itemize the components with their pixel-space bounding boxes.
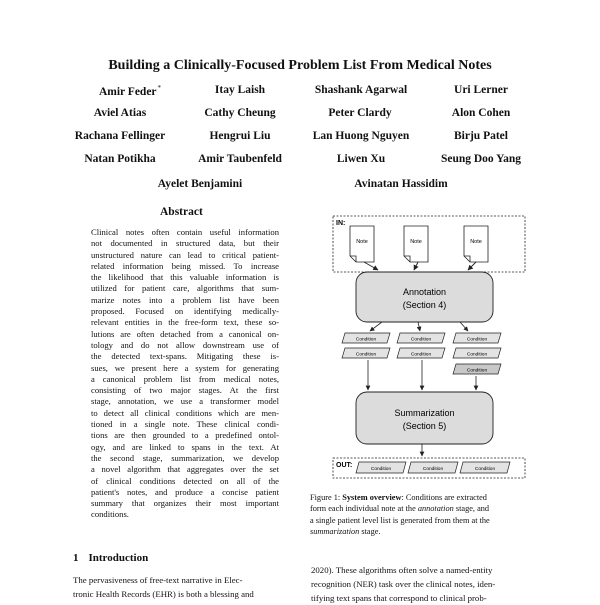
- annotation-stage-title: Annotation: [403, 287, 446, 297]
- note-document: Note: [349, 225, 375, 263]
- abstract-line: of clinical conditions detected on all o…: [91, 475, 279, 486]
- abstract-line: not documented in structured data, but t…: [91, 238, 279, 249]
- output-frame: [332, 457, 526, 479]
- summarization-stage-ref: (Section 5): [403, 421, 447, 431]
- flow-arrow: [459, 321, 469, 332]
- abstract-line: marize notes into a problem list have be…: [91, 294, 279, 305]
- svg-text:Condition: Condition: [467, 337, 488, 343]
- abstract-line: sues, we present here a system for gener…: [91, 362, 279, 373]
- author: Cathy Cheung: [204, 107, 276, 119]
- output-condition-item: Condition: [459, 461, 511, 474]
- svg-text:Condition: Condition: [411, 352, 432, 358]
- abstract-line: ogy, and are linked to spans in the text…: [91, 441, 279, 452]
- svg-text:Condition: Condition: [467, 368, 488, 374]
- author: Birju Patel: [454, 130, 508, 142]
- author: Avinatan Hassidim: [354, 178, 448, 190]
- flow-arrow: [369, 321, 383, 332]
- abstract-line: Clinical notes often contain useful info…: [91, 227, 279, 237]
- author: Lan Huong Nguyen: [312, 130, 410, 142]
- intro-text-line: tronic Health Records (EHR) is both a bl…: [73, 589, 254, 599]
- summarization-stage-title: Summarization: [394, 408, 454, 418]
- abstract-line: summary that organizes their most import…: [91, 498, 279, 509]
- svg-text:Condition: Condition: [371, 466, 392, 472]
- note-label: Note: [470, 239, 482, 245]
- note-document: Note: [463, 225, 489, 263]
- output-condition-item: Condition: [355, 461, 407, 474]
- condition-item: Condition: [452, 332, 502, 344]
- abstract-line: related information being missed. To inc…: [91, 260, 279, 271]
- author: Uri Lerner: [454, 84, 508, 96]
- output-condition-item: Condition: [407, 461, 459, 474]
- author: Amir Taubenfeld: [198, 153, 282, 165]
- svg-text:Condition: Condition: [411, 337, 432, 343]
- author: Seung Doo Yang: [440, 153, 522, 165]
- condition-item: Condition: [452, 347, 502, 359]
- condition-item: Condition: [396, 347, 446, 359]
- annotation-stage-ref: (Section 4): [403, 300, 447, 310]
- summarization-stage-box: [355, 391, 494, 445]
- author: Shashank Agarwal: [314, 84, 408, 96]
- annotation-stage-box: [355, 271, 494, 323]
- intro-text-line: tifying text spans that correspond to cl…: [311, 593, 487, 603]
- abstract-heading: Abstract: [160, 206, 203, 218]
- condition-item: Condition: [452, 363, 502, 375]
- system-overview-figure: IN: Note Note Note Annotation (Section 4…: [332, 215, 526, 479]
- condition-item: Condition: [396, 332, 446, 344]
- abstract-line: the detected text-spans. Mitigating thes…: [91, 351, 279, 362]
- svg-text:Condition: Condition: [423, 466, 444, 472]
- author: Alon Cohen: [451, 107, 511, 119]
- intro-text-line: 2020). These algorithms often solve a na…: [311, 565, 493, 575]
- input-label: IN:: [336, 220, 345, 227]
- paper-title: Building a Clinically-Focused Problem Li…: [108, 58, 492, 73]
- condition-item: Condition: [341, 347, 391, 359]
- author: Peter Clardy: [328, 107, 392, 119]
- abstract-line: stage, annotation, we use a transformer …: [91, 396, 279, 407]
- note-label: Note: [410, 239, 422, 245]
- abstract-line: relevant entities in the free-form text,…: [91, 317, 279, 328]
- author: Amir Feder*: [98, 84, 162, 98]
- note-document: Note: [403, 225, 429, 263]
- abstract-line: the likelihood that this valuable inform…: [91, 272, 279, 283]
- note-label: Note: [356, 239, 368, 245]
- abstract-line: utilized for patient care, algorithms th…: [91, 283, 279, 294]
- author: Natan Potikha: [84, 153, 156, 165]
- output-label: OUT:: [336, 462, 352, 469]
- flow-arrow: [467, 261, 477, 271]
- author: Ayelet Benjamini: [157, 178, 243, 190]
- abstract-line: tioned in a single note. These clinical …: [91, 419, 279, 430]
- figure-caption: Figure 1: System overview: Conditions ar…: [310, 493, 490, 536]
- abstract-line: conditions.: [91, 509, 129, 520]
- abstract-line: tology and do not allow downstream use o…: [91, 339, 279, 350]
- author: Rachana Fellinger: [74, 130, 166, 142]
- flow-arrow: [416, 321, 422, 332]
- author: Hengrui Liu: [209, 130, 271, 142]
- author: Liwen Xu: [336, 153, 386, 165]
- svg-text:Condition: Condition: [475, 466, 496, 472]
- flow-arrow: [363, 261, 379, 271]
- intro-text-line: The pervasiveness of free-text narrative…: [73, 575, 243, 585]
- svg-text:Condition: Condition: [467, 352, 488, 358]
- abstract-line: tions are then grounded to a predefined …: [91, 430, 279, 441]
- author: Aviel Atias: [93, 107, 147, 119]
- abstract-line: lutions are often detached from a canoni…: [91, 328, 279, 339]
- abstract-line: to detect all clinical conditions which …: [91, 407, 279, 418]
- abstract-line: a novel algorithm that aggregates over t…: [91, 464, 279, 475]
- svg-text:Condition: Condition: [356, 337, 377, 343]
- abstract-line: consisting of two major stages. At the f…: [91, 385, 279, 396]
- abstract-line: proposed. Focused on identifying medical…: [91, 306, 279, 317]
- abstract-line: the second stage, summarization, we deve…: [91, 452, 279, 463]
- condition-item: Condition: [341, 332, 391, 344]
- abstract-line: patient's notes, and produce a concise p…: [91, 486, 279, 497]
- abstract-line: unstructured nature can lead to critical…: [91, 249, 279, 260]
- author: Itay Laish: [214, 84, 266, 96]
- flow-arrow: [413, 261, 419, 271]
- abstract-line: a canonical problem list from medical no…: [91, 373, 279, 384]
- intro-text-line: recognition (NER) task over the clinical…: [311, 579, 496, 589]
- abstract-body: Clinical notes often contain useful info…: [91, 227, 279, 521]
- svg-text:Condition: Condition: [356, 352, 377, 358]
